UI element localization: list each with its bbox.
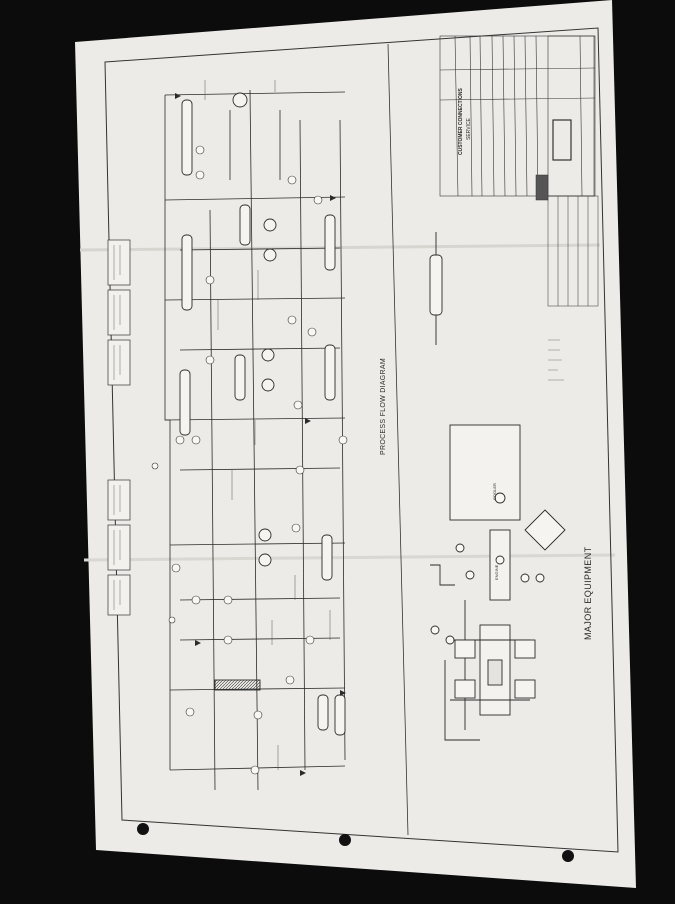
legend-boxes: [107, 239, 131, 616]
fold-line: [79, 243, 601, 252]
instrument-balloons: [151, 145, 348, 775]
paper-sheet: [75, 0, 636, 888]
engine-label: ENGINE: [494, 564, 499, 580]
valves: [175, 93, 346, 776]
revision-table: [535, 174, 599, 307]
vessels: [179, 99, 346, 736]
fold-line: [83, 553, 616, 562]
punch-holes: [137, 823, 574, 862]
process-piping: [164, 89, 346, 791]
title-block: [439, 35, 596, 197]
process-flow-label: PROCESS FLOW DIAGRAM: [380, 357, 387, 455]
pumps: [232, 92, 277, 567]
service-label: SERVICE: [466, 118, 472, 140]
annotation-strokes: [204, 80, 331, 770]
major-equipment: [429, 232, 566, 741]
customer-connections-label: CUSTOMER CONNECTIONS: [458, 88, 464, 155]
section-divider: [387, 43, 409, 836]
cooler-label: COOLER: [492, 483, 497, 500]
major-equipment-label: MAJOR EQUIPMENT: [583, 546, 593, 640]
notes-block: [548, 339, 564, 381]
